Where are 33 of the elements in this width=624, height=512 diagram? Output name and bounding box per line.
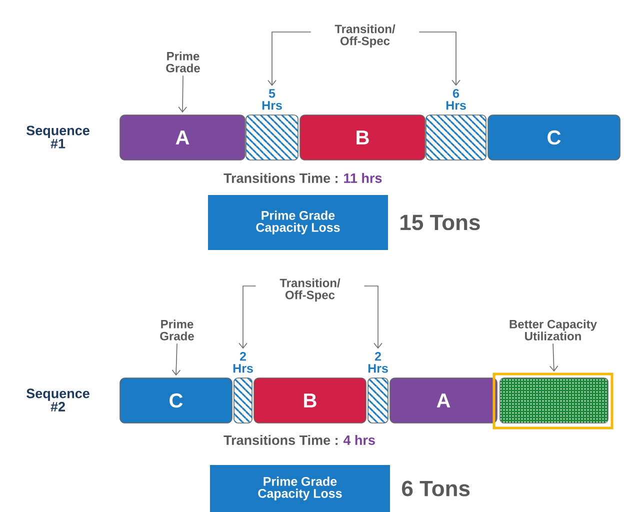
loss-box: Prime Grade Capacity Loss — [210, 465, 390, 512]
duration-label: 6 Hrs — [446, 88, 466, 110]
capacity-block — [492, 372, 614, 430]
product-bar: C — [120, 378, 232, 424]
duration-label: 2 Hrs — [368, 352, 388, 373]
transition-time-label: Transitions Time : — [224, 173, 338, 183]
sequence-label: Sequence #1 — [26, 126, 90, 148]
arrow — [418, 32, 460, 86]
product-bar: A — [390, 378, 498, 424]
duration-label: 5 Hrs — [262, 89, 282, 110]
product-bar: A — [120, 114, 246, 160]
sequence-label: Sequence #2 — [26, 388, 90, 412]
annotation-text: Transition/ Off-Spec — [280, 278, 340, 302]
product-bar: B — [300, 114, 426, 160]
tonnage-label: 6 Tons — [402, 480, 470, 496]
arrow — [268, 32, 312, 86]
tonnage-label: 15 Tons — [400, 214, 480, 230]
arrow — [238, 286, 256, 349]
product-bar: C — [488, 114, 620, 160]
arrow — [364, 286, 382, 349]
annotation-text: Better Capacity Utilization — [510, 320, 597, 340]
arrow — [172, 343, 181, 376]
product-bar: B — [254, 378, 366, 424]
duration-label: 2 Hrs — [233, 352, 253, 373]
transition-time-label: Transitions Time : — [224, 435, 338, 445]
transition-time-value: 11 hrs — [344, 173, 382, 183]
arrow — [178, 75, 187, 113]
transition-time-value: 4 hrs — [343, 435, 375, 445]
annotation-text: Transition/ Off-Spec — [334, 24, 396, 48]
arrow — [549, 343, 558, 372]
annotation-text: Prime Grade — [166, 52, 200, 72]
annotation-text: Prime Grade — [160, 320, 194, 340]
loss-box: Prime Grade Capacity Loss — [208, 195, 388, 250]
